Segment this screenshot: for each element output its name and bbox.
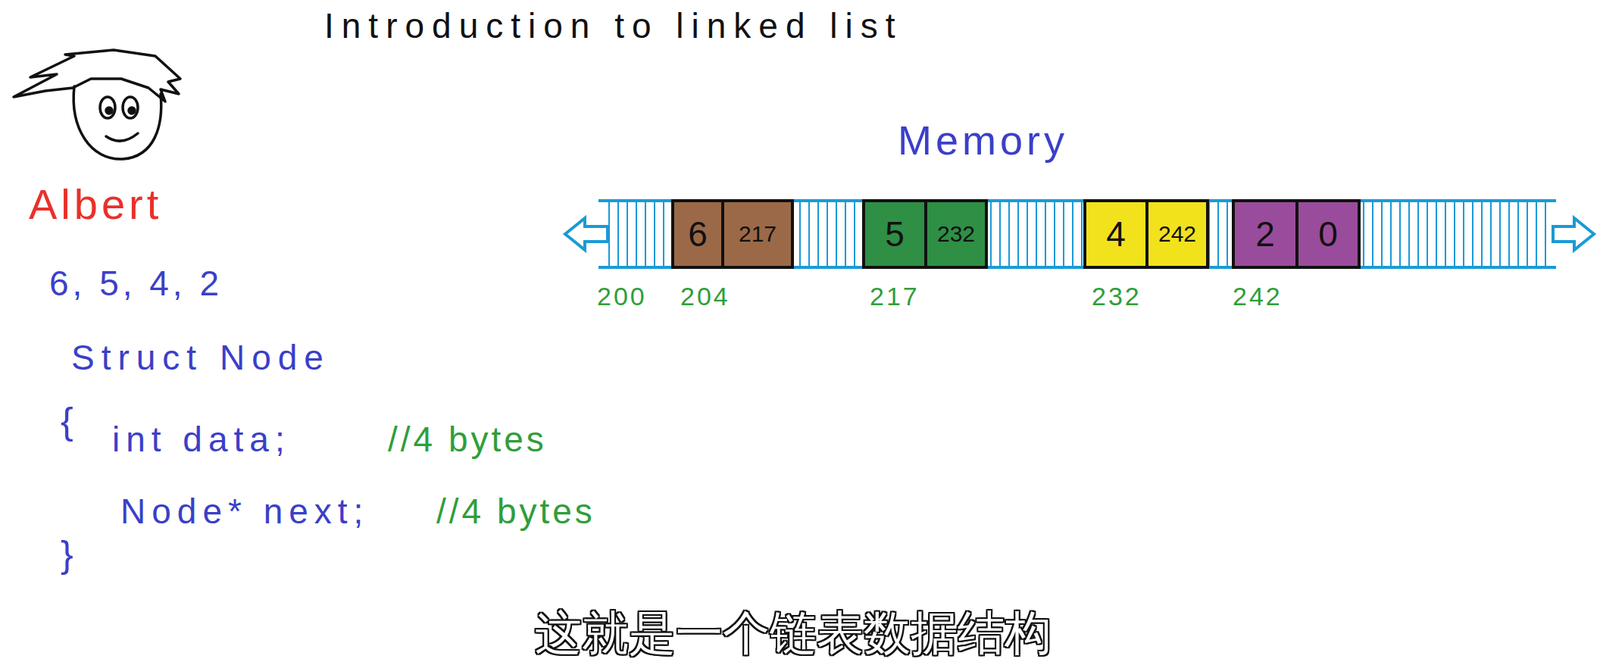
memory-address: 217 [869, 281, 920, 312]
memory-tick [617, 200, 619, 268]
memory-tick [999, 200, 1001, 268]
right-arrow [1553, 218, 1594, 250]
memory-tick [1417, 200, 1419, 268]
cartoon-face [13, 50, 181, 160]
memory-tick [1226, 200, 1229, 268]
eye [100, 96, 116, 119]
memory-tick [1390, 200, 1392, 268]
next-address: 242 [1158, 222, 1197, 246]
memory-tick [1462, 200, 1465, 268]
node-value: 5 [884, 216, 905, 252]
memory-strip [565, 200, 1594, 268]
memory-tick [817, 200, 819, 268]
memory-tick [1490, 200, 1492, 268]
memory-node: 4 242 [1083, 199, 1210, 269]
next-cell: 217 [721, 202, 791, 266]
face-outline [73, 86, 162, 160]
code-comment: //4 bytes [436, 491, 596, 532]
memory-tick [1217, 200, 1219, 268]
next-address: 232 [937, 222, 975, 246]
memory-tick [799, 200, 801, 268]
memory-tick [635, 200, 638, 268]
memory-heading: Memory [897, 116, 1069, 164]
memory-tick [835, 200, 838, 268]
memory-tick [853, 200, 856, 268]
memory-address: 204 [680, 281, 731, 312]
memory-tick [653, 200, 656, 268]
memory-tick [1444, 200, 1447, 268]
memory-tick [826, 200, 829, 268]
code-comment: //4 bytes [387, 419, 547, 460]
memory-tick [1526, 200, 1529, 268]
memory-tick [662, 200, 665, 268]
memory-tick [1026, 200, 1029, 268]
memory-tick [1017, 200, 1019, 268]
memory-tick [1062, 200, 1065, 268]
memory-tick [1044, 200, 1047, 268]
memory-tick [1408, 200, 1410, 268]
data-cell: 4 [1086, 202, 1146, 266]
memory-tick [1535, 200, 1538, 268]
data-cell: 6 [674, 202, 722, 266]
memory-tick [1362, 200, 1365, 268]
memory-tick [1053, 200, 1056, 268]
pupil [106, 107, 113, 114]
node-value: 2 [1255, 216, 1275, 252]
memory-tick [644, 200, 647, 268]
memory-address: 232 [1091, 281, 1142, 312]
value-list: 6, 5, 4, 2 [49, 263, 223, 304]
memory-tick [1035, 200, 1038, 268]
memory-tick [1426, 200, 1429, 268]
memory-tick [808, 200, 810, 268]
data-cell: 5 [865, 202, 925, 266]
subtitle: 这就是一个链表数据结构 [534, 607, 1052, 660]
memory-tick [1544, 200, 1547, 268]
memory-tick [626, 200, 629, 268]
code-brace: } [60, 533, 74, 578]
memory-tick [1481, 200, 1483, 268]
pupil [128, 107, 135, 114]
code-line: Node* next; [120, 491, 369, 532]
memory-tick [1508, 200, 1510, 268]
next-address: 217 [738, 222, 777, 246]
next-cell: 242 [1145, 202, 1207, 266]
hair [13, 50, 181, 102]
memory-tick [1381, 200, 1383, 268]
smile [106, 133, 138, 141]
memory-ticks [609, 200, 1546, 268]
person-name: Albert [28, 180, 163, 229]
memory-tick [1371, 200, 1374, 268]
memory-tick [1517, 200, 1519, 268]
memory-node: 6 217 [671, 199, 794, 269]
memory-tick [1435, 200, 1438, 268]
memory-address: 242 [1232, 281, 1283, 312]
code-line: Struct Node [71, 337, 331, 379]
memory-tick [1008, 200, 1010, 268]
left-arrow [565, 218, 608, 250]
code-line: int data; [112, 419, 291, 460]
memory-tick [1499, 200, 1501, 268]
memory-tick [844, 200, 847, 268]
memory-tick [1071, 200, 1074, 268]
title: Introduction to linked list [324, 6, 904, 47]
eye [122, 96, 138, 119]
next-cell: 232 [924, 202, 985, 266]
memory-node: 5 232 [862, 199, 988, 269]
memory-node: 20 [1231, 199, 1361, 269]
node-value: 6 [687, 216, 708, 252]
memory-tick [1081, 200, 1083, 268]
next-cell: 0 [1295, 202, 1358, 266]
next-address: 0 [1318, 216, 1338, 252]
memory-tick [1471, 200, 1474, 268]
data-cell: 2 [1234, 202, 1296, 266]
node-value: 4 [1106, 216, 1126, 252]
memory-tick [1453, 200, 1456, 268]
memory-tick [1399, 200, 1401, 268]
code-brace: { [60, 400, 74, 444]
memory-tick [990, 200, 992, 268]
memory-address: 200 [596, 281, 647, 312]
